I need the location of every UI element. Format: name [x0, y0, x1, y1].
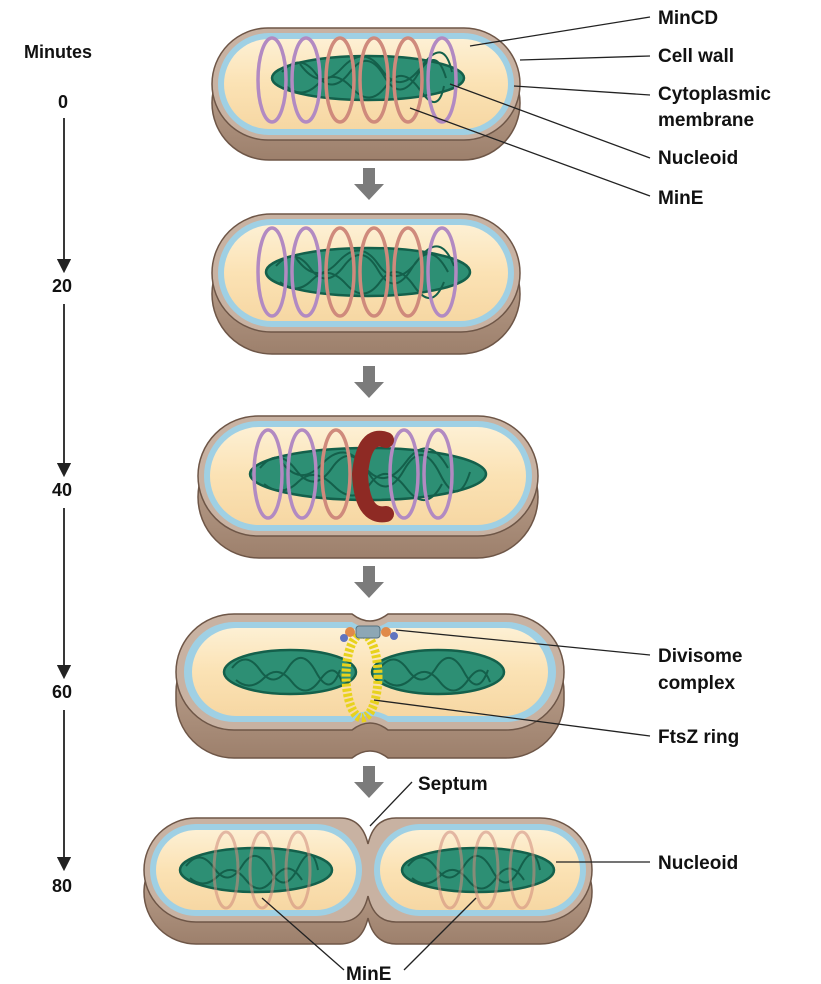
timeline: Minutes 0 20 40 60 80 [24, 42, 92, 896]
cell-stage-80 [144, 818, 592, 944]
label-septum: Septum [418, 774, 488, 795]
label-membrane: membrane [658, 110, 754, 131]
label-divisome: Divisome [658, 646, 742, 667]
cell-stage-0 [212, 28, 520, 160]
tick-0: 0 [58, 92, 68, 112]
tick-80: 80 [52, 876, 72, 896]
tick-40: 40 [52, 480, 72, 500]
stage-arrow-1 [354, 168, 384, 200]
label-ftsz: FtsZ ring [658, 727, 739, 748]
cell-stage-20 [212, 214, 520, 354]
label-nucleoid-top: Nucleoid [658, 148, 738, 169]
cell-stage-60 [176, 614, 564, 758]
label-nucleoid-bottom: Nucleoid [658, 853, 738, 874]
label-cell-wall: Cell wall [658, 46, 734, 67]
label-mine-bottom: MinE [346, 964, 391, 984]
timeline-title: Minutes [24, 42, 92, 62]
tick-60: 60 [52, 682, 72, 702]
label-complex: complex [658, 673, 736, 694]
tick-20: 20 [52, 276, 72, 296]
label-mine-top: MinE [658, 188, 703, 209]
cell-stage-40 [198, 416, 538, 558]
label-mincd: MinCD [658, 8, 718, 29]
stage-arrow-4 [354, 766, 384, 798]
stage-arrow-3 [354, 566, 384, 598]
label-cytoplasmic: Cytoplasmic [658, 84, 771, 105]
stage-arrow-2 [354, 366, 384, 398]
nucleoid [266, 246, 470, 298]
